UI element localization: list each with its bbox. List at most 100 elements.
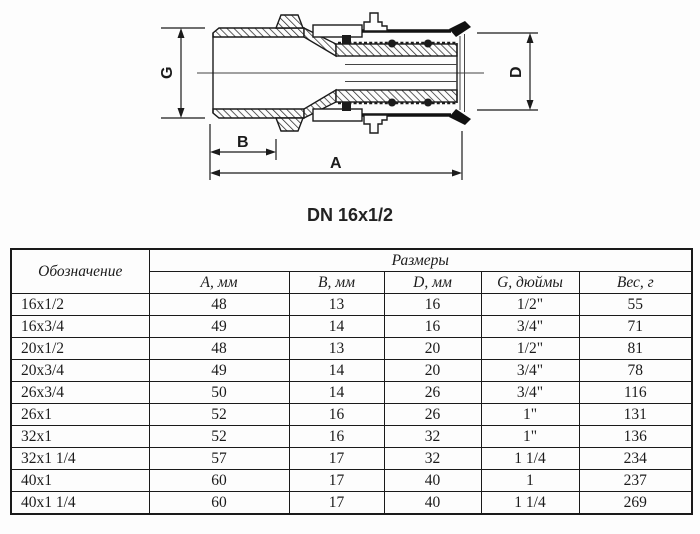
cell-designation: 20x1/2 [10, 337, 150, 360]
col-header-d: D, мм [383, 271, 482, 294]
cell-b: 14 [288, 359, 385, 382]
cell-a: 60 [148, 491, 290, 515]
table-row: 32x1 1/4 57 17 32 1 1/4 234 [10, 447, 693, 470]
o-ring-icon [388, 39, 396, 48]
cell-g: 1 [480, 469, 580, 492]
table-row: 40x1 1/4 60 17 40 1 1/4 269 [10, 491, 693, 515]
cell-designation: 32x1 [10, 425, 150, 448]
cell-d: 20 [383, 359, 482, 382]
cell-b: 17 [288, 469, 385, 492]
cell-d: 16 [383, 315, 482, 338]
col-header-a: A, мм [148, 271, 290, 294]
cell-designation: 32x1 1/4 [10, 447, 150, 470]
cell-g: 3/4" [480, 359, 580, 382]
cell-a: 60 [148, 469, 290, 492]
dim-d: D [477, 32, 538, 111]
fitting-drawing-svg: G D B [159, 12, 538, 225]
cell-designation: 40x1 1/4 [10, 491, 150, 515]
table-row: 26x1 52 16 26 1" 131 [10, 403, 693, 426]
col-header-g: G, дюймы [480, 271, 580, 294]
dim-g: G [159, 27, 205, 119]
cell-b: 13 [288, 293, 385, 316]
o-ring-icon [424, 39, 432, 48]
pipe-stem [335, 39, 458, 107]
cell-designation: 26x1 [10, 403, 150, 426]
cell-w: 234 [578, 447, 693, 470]
fitting-drawing: G D B [0, 0, 700, 240]
table-row: 26x3/4 50 14 26 3/4" 116 [10, 381, 693, 404]
cell-g: 1" [480, 425, 580, 448]
cell-b: 14 [288, 315, 385, 338]
cell-w: 269 [578, 491, 693, 515]
dim-label-d: D [508, 66, 525, 78]
table-row: 40x1 60 17 40 1 237 [10, 469, 693, 492]
sight-window-tab-bottom [363, 114, 388, 134]
cell-d: 26 [383, 403, 482, 426]
col-header-w: Вес, г [578, 271, 693, 294]
col-header-b: B, мм [288, 271, 385, 294]
cell-a: 48 [148, 293, 290, 316]
threaded-body [212, 14, 337, 132]
table-row: 16x1/2 48 13 16 1/2" 55 [10, 293, 693, 316]
dim-label-b: B [237, 134, 249, 151]
cell-designation: 20x3/4 [10, 359, 150, 382]
cell-designation: 26x3/4 [10, 381, 150, 404]
sizes-header: Размеры [148, 248, 693, 272]
designation-header: Обозначение [10, 248, 150, 294]
o-ring-icon [388, 98, 396, 107]
cell-d: 16 [383, 293, 482, 316]
cell-a: 52 [148, 425, 290, 448]
table-row: 20x3/4 49 14 20 3/4" 78 [10, 359, 693, 382]
dim-label-g: G [159, 67, 176, 79]
cell-designation: 16x3/4 [10, 315, 150, 338]
cell-d: 32 [383, 425, 482, 448]
cell-b: 17 [288, 447, 385, 470]
cell-b: 13 [288, 337, 385, 360]
table-row: 16x3/4 49 14 16 3/4" 71 [10, 315, 693, 338]
cell-d: 32 [383, 447, 482, 470]
cell-g: 1 1/4 [480, 447, 580, 470]
table-header-row-1: Обозначение Размеры [10, 248, 693, 294]
cell-designation: 40x1 [10, 469, 150, 492]
sleeve-flare-bottom [449, 109, 471, 125]
cell-w: 116 [578, 381, 693, 404]
cell-w: 237 [578, 469, 693, 492]
cell-b: 16 [288, 425, 385, 448]
cell-g: 1 1/4 [480, 491, 580, 515]
cell-d: 20 [383, 337, 482, 360]
cell-b: 17 [288, 491, 385, 515]
dim-b: B [209, 124, 277, 180]
cell-a: 49 [148, 359, 290, 382]
cell-d: 40 [383, 469, 482, 492]
cell-w: 55 [578, 293, 693, 316]
hex-collar-bottom [274, 117, 305, 132]
dim-label-a: A [330, 155, 342, 172]
hex-collar-top [274, 14, 305, 29]
cell-w: 81 [578, 337, 693, 360]
cell-g: 3/4" [480, 381, 580, 404]
cell-d: 40 [383, 491, 482, 515]
cell-b: 16 [288, 403, 385, 426]
table-row: 32x1 52 16 32 1" 136 [10, 425, 693, 448]
dim-a: A [210, 131, 463, 180]
cell-b: 14 [288, 381, 385, 404]
cell-g: 3/4" [480, 315, 580, 338]
table-header-row-2: A, мм B, мм D, мм G, дюймы Вес, г [11, 271, 693, 294]
o-ring-icon [424, 98, 432, 107]
spec-table-wrap: Обозначение Размеры A, мм B, мм D, мм G,… [10, 248, 694, 515]
cell-g: 1/2" [480, 293, 580, 316]
cell-g: 1/2" [480, 337, 580, 360]
table-row: 20x1/2 48 13 20 1/2" 81 [10, 337, 693, 360]
cell-w: 71 [578, 315, 693, 338]
cell-a: 50 [148, 381, 290, 404]
drawing-caption: DN 16x1/2 [307, 205, 393, 225]
cell-w: 78 [578, 359, 693, 382]
cell-w: 136 [578, 425, 693, 448]
sight-window-tab-top [363, 12, 388, 32]
cell-designation: 16x1/2 [10, 293, 150, 316]
cell-d: 26 [383, 381, 482, 404]
cell-a: 48 [148, 337, 290, 360]
cell-w: 131 [578, 403, 693, 426]
cell-a: 57 [148, 447, 290, 470]
